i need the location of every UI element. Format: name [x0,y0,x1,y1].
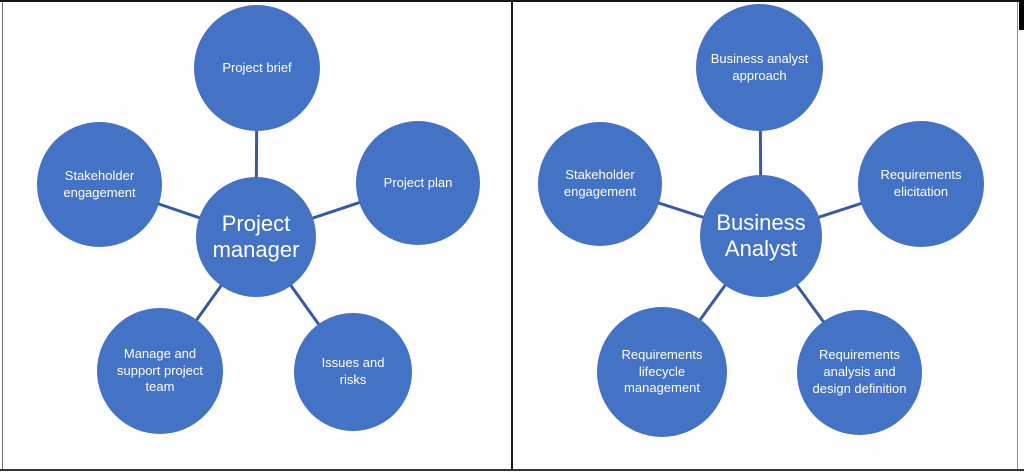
node-stakeholder-engagement-right: Stakeholder engagement [538,122,662,246]
scrollbar-fragment [1019,0,1024,30]
frame-bottom-border [0,469,1024,471]
node-requirements-analysis-design: Requirements analysis and design definit… [797,310,922,435]
frame-top-border [0,0,1024,2]
frame-right-border [1017,2,1018,470]
node-requirements-elicitation: Requirements elicitation [858,121,984,247]
node-manage-support-project-team-label: Manage and support project team [117,345,203,395]
node-project-manager-center: Project manager [196,177,316,297]
node-project-brief: Project brief [194,5,320,131]
panel-divider [511,2,513,469]
node-requirements-lifecycle-management: Requirements lifecycle management [597,307,727,437]
node-business-analyst-label: Business Analyst [716,210,806,261]
frame-left-border [2,2,3,470]
node-stakeholder-engagement-left-label: Stakeholder engagement [63,167,136,200]
node-requirements-analysis-design-label: Requirements analysis and design definit… [812,347,907,396]
node-stakeholder-engagement-right-label: Stakeholder engagement [563,167,637,199]
node-project-brief-label: Project brief [222,59,292,75]
node-project-plan: Project plan [356,121,480,245]
node-business-analyst-approach: Business analyst approach [696,4,823,131]
node-issues-and-risks-label: Issues and risks [321,355,385,387]
node-requirements-lifecycle-management-label: Requirements lifecycle management [621,346,703,396]
node-requirements-elicitation-label: Requirements elicitation [880,167,962,199]
node-project-plan-label: Project plan [383,174,453,190]
node-manage-support-project-team: Manage and support project team [97,308,223,434]
node-business-analyst-approach-label: Business analyst approach [710,50,809,83]
node-business-analyst-center: Business Analyst [700,175,822,297]
node-issues-and-risks: Issues and risks [294,313,412,431]
node-project-manager-label: Project manager [212,211,300,262]
node-stakeholder-engagement-left: Stakeholder engagement [37,122,162,247]
